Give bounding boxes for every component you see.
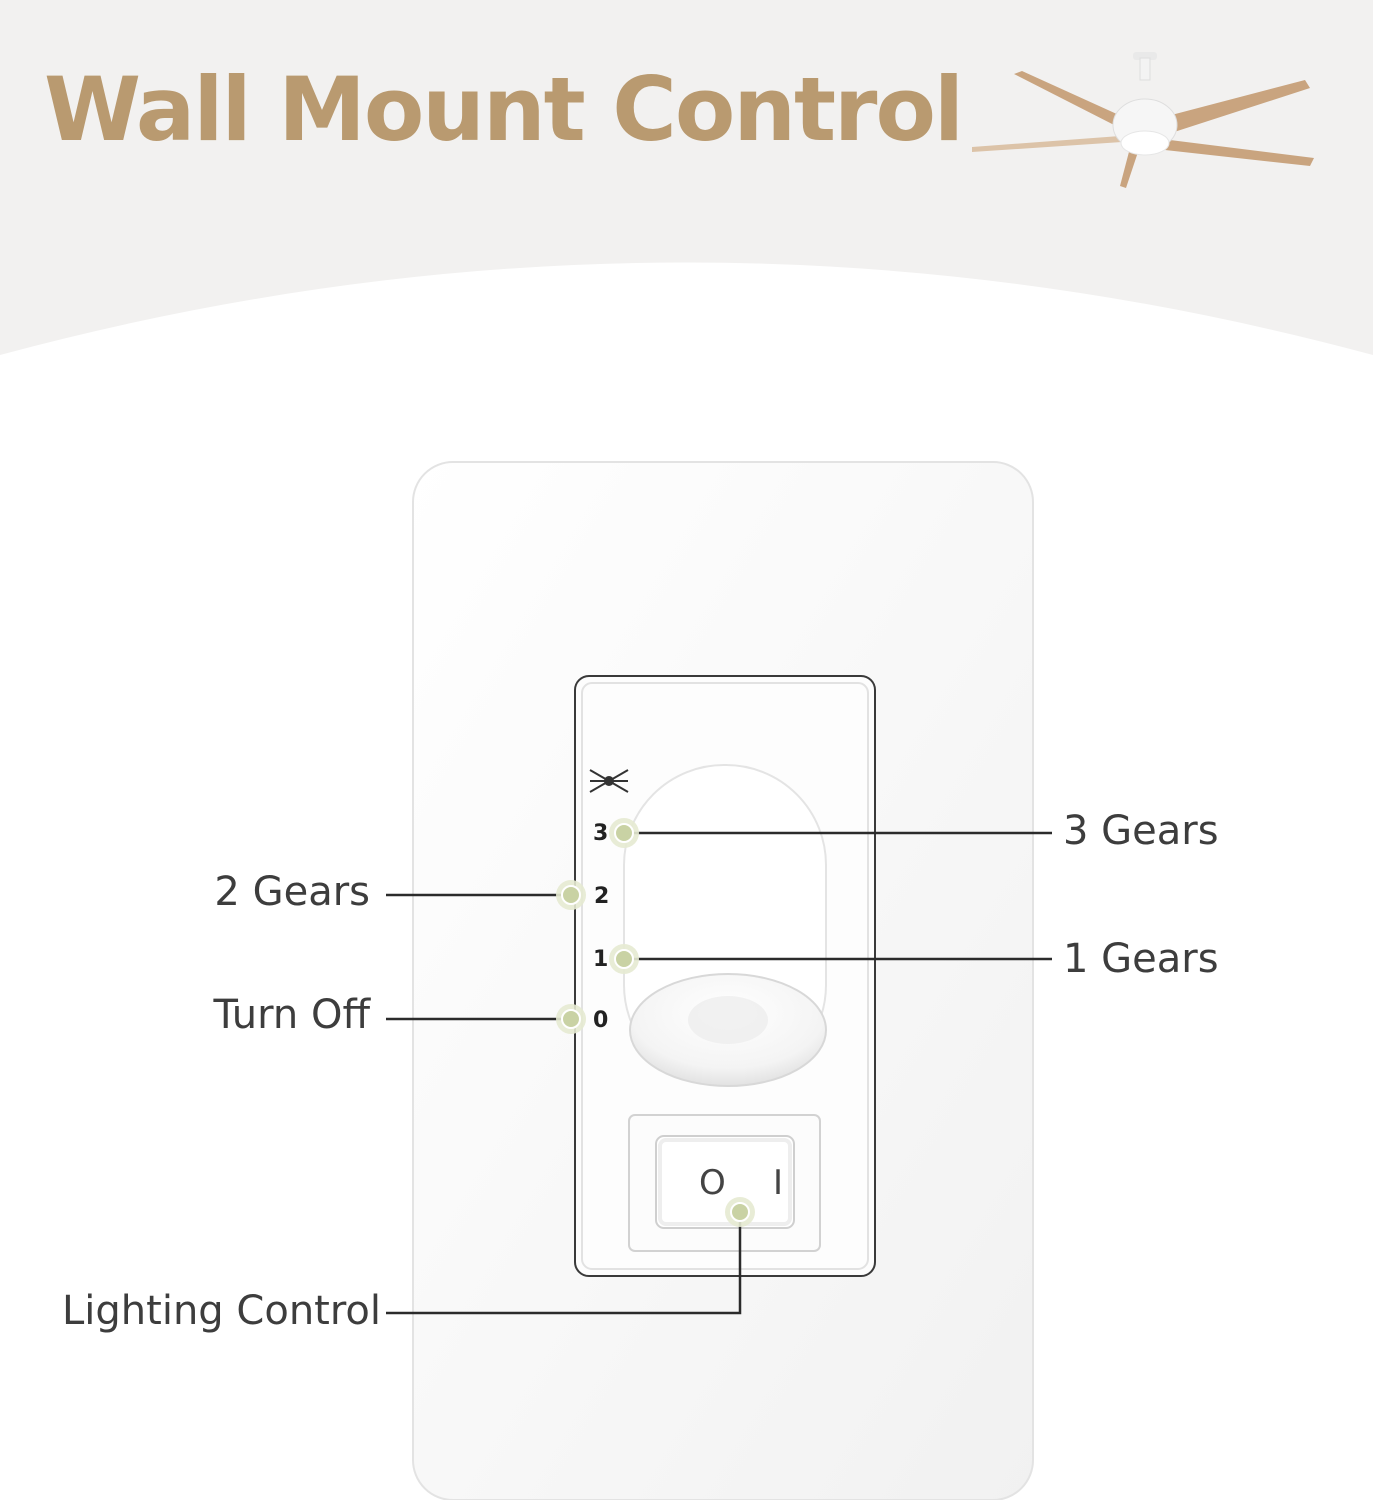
rocker-off-mark: O	[699, 1163, 726, 1203]
rocker-on-mark: I	[773, 1163, 784, 1203]
leader-lighting-control	[386, 1212, 742, 1315]
fan-speed-icon	[589, 769, 629, 793]
ceiling-fan-icon	[972, 52, 1314, 188]
markers	[556, 818, 755, 1227]
scale-label-2: 2	[594, 884, 610, 909]
callout-turn-off: Turn Off	[213, 992, 370, 1038]
page-title: Wall Mount Control	[44, 58, 964, 161]
speed-slider[interactable]	[623, 764, 827, 1087]
scale-label-0: 0	[593, 1008, 609, 1033]
scale-label-1: 1	[593, 947, 609, 972]
callout-lighting-control: Lighting Control	[62, 1288, 381, 1334]
callout-2-gears: 2 Gears	[214, 869, 370, 915]
header-band	[0, 0, 1373, 355]
scale-label-3: 3	[593, 821, 609, 846]
light-rocker-switch[interactable]	[628, 1114, 821, 1252]
callout-3-gears: 3 Gears	[1063, 808, 1219, 854]
leader-lines	[386, 831, 1052, 1315]
callout-1-gears: 1 Gears	[1063, 936, 1219, 982]
